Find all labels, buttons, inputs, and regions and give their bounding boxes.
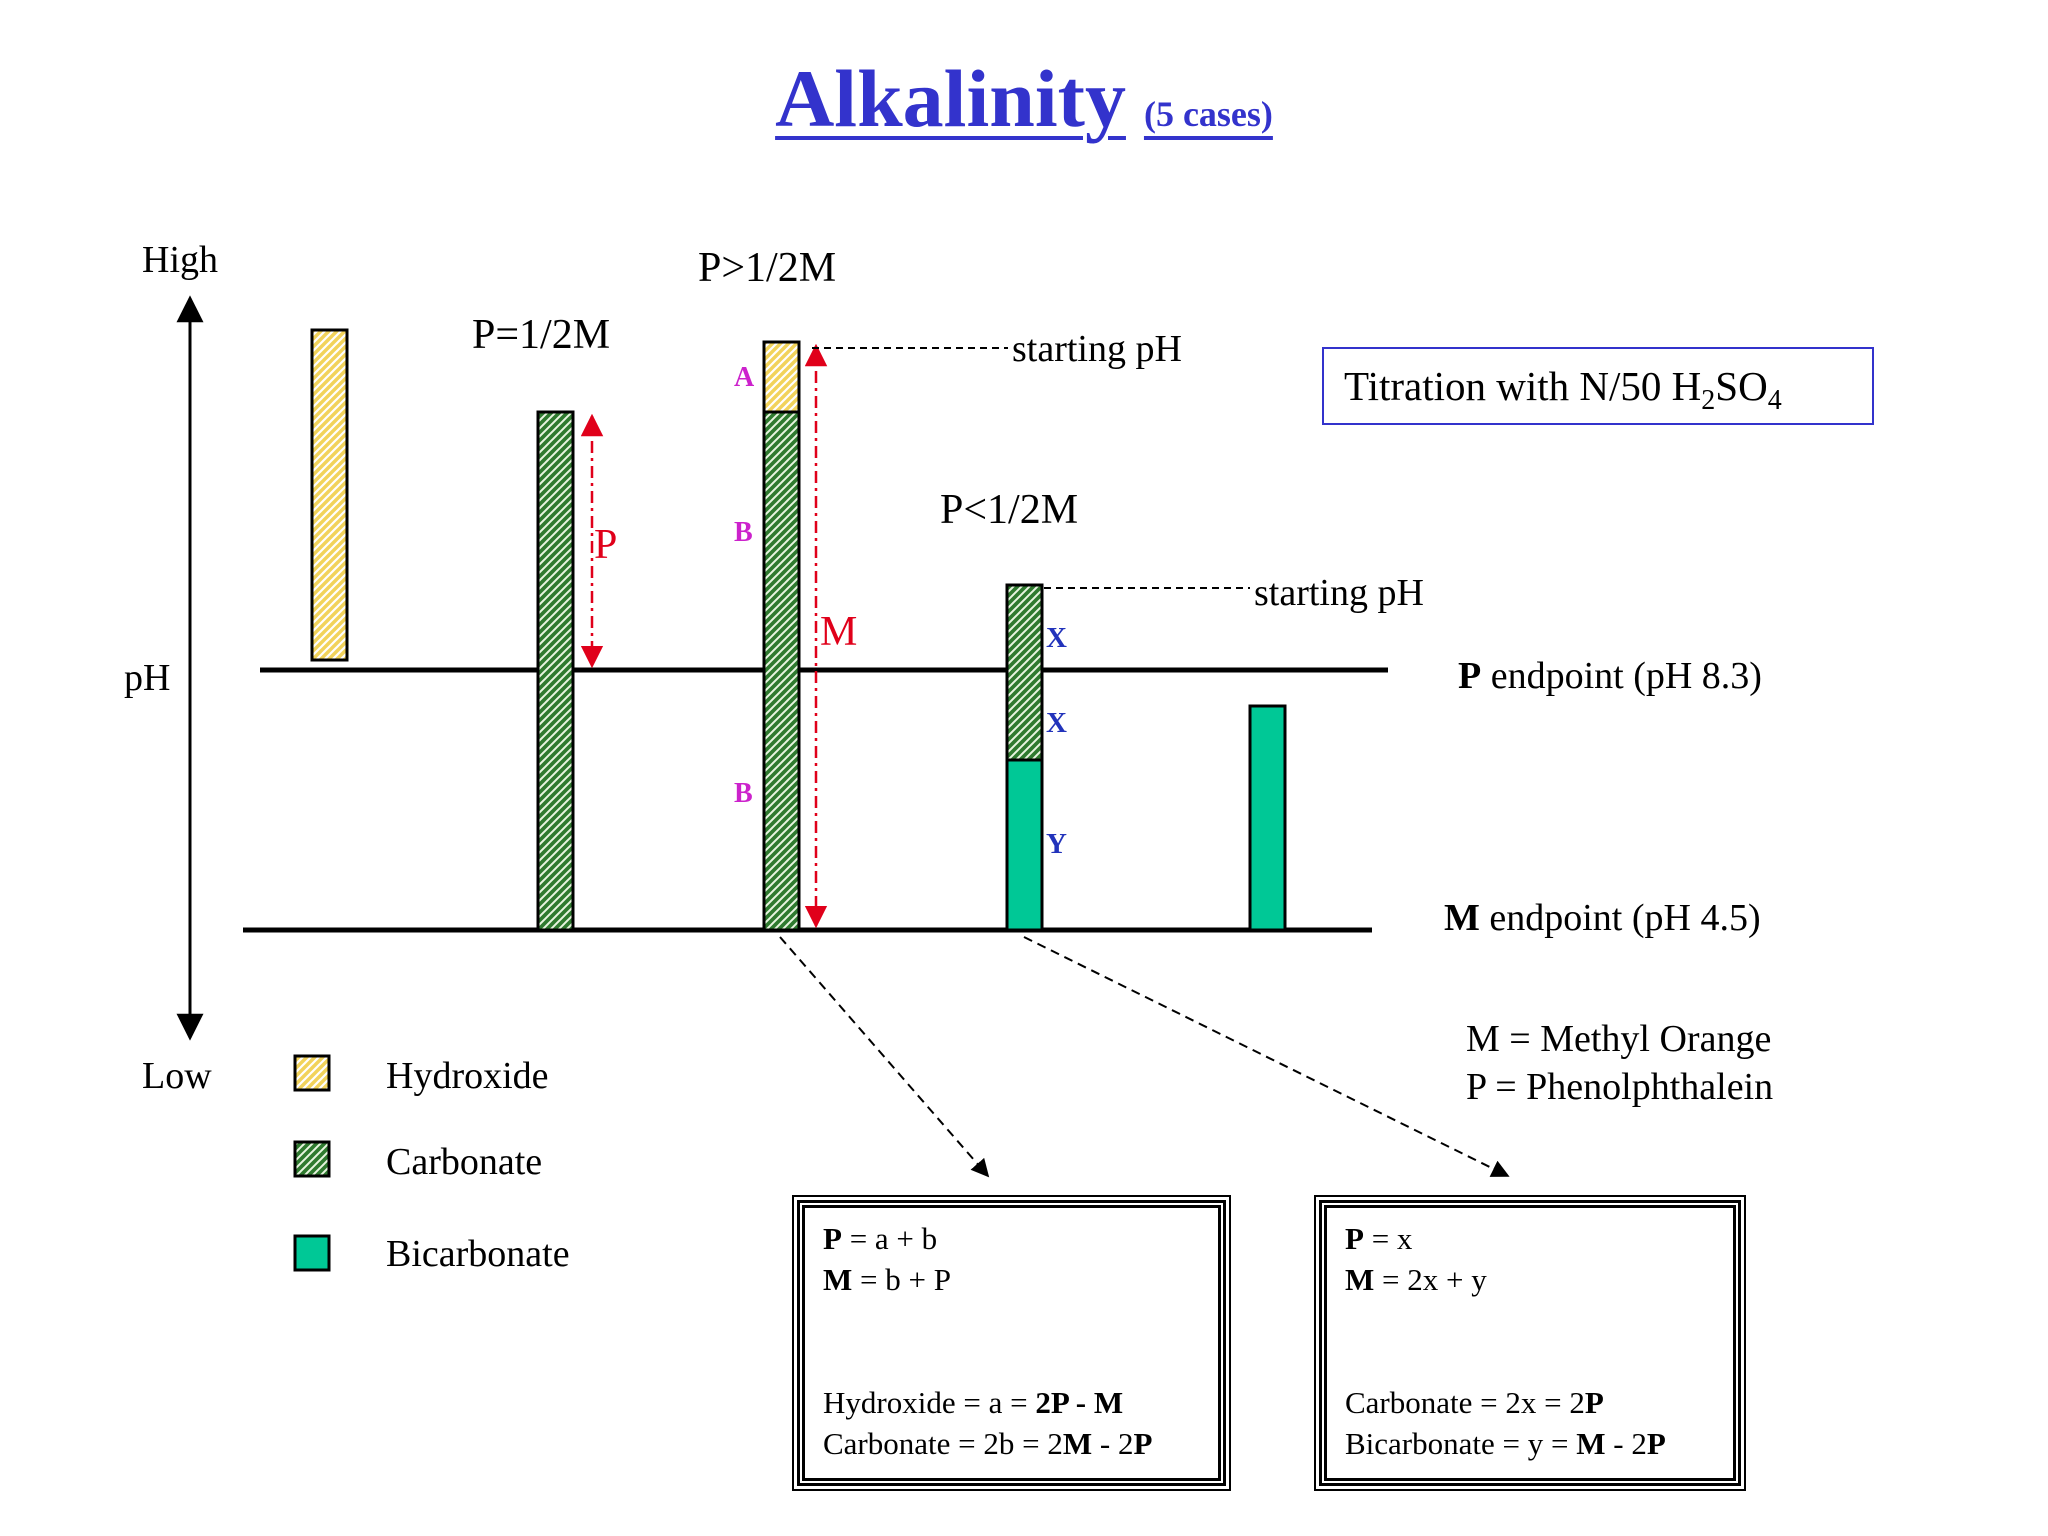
bar-carbonate-only — [536, 410, 575, 932]
segment-label-a: A — [734, 362, 755, 393]
m-endpoint-letter: M — [1444, 897, 1480, 939]
fb2-line-4: Bicarbonate = y = M - 2P — [1345, 1426, 1666, 1461]
pointer-arrow-box-2 — [1023, 936, 1510, 1177]
p-arrow-label: P — [594, 522, 617, 568]
segment-label-b-upper: B — [734, 517, 753, 548]
definition-p: P = Phenolphthalein — [1466, 1066, 1774, 1108]
case-label-greater: P>1/2M — [698, 245, 836, 291]
segment-label-b-lower: B — [734, 778, 753, 809]
legend-swatch-bicarbonate — [293, 1234, 331, 1272]
starting-ph-label-1: starting pH — [1012, 328, 1182, 370]
titration-box: Titration with N/50 H2SO4 — [1322, 347, 1874, 425]
fb1-line-1: P = a + b — [823, 1221, 938, 1256]
legend-swatch-hydroxide — [293, 1054, 331, 1092]
bar-hydroxide-only — [310, 328, 349, 662]
p-endpoint-text: endpoint (pH 8.3) — [1481, 655, 1762, 697]
segment-label-y: Y — [1046, 828, 1067, 860]
segment-label-x-lower: X — [1046, 707, 1067, 739]
case-label-less: P<1/2M — [940, 487, 1078, 533]
titration-prefix: Titration with N/50 H — [1344, 363, 1702, 409]
formula-box-case-4: P = x M = 2x + y Carbonate = 2x = 2P Bic… — [1314, 1195, 1746, 1491]
titration-sub-2: 2 — [1701, 385, 1716, 417]
m-endpoint-label: M endpoint (pH 4.5) — [1444, 897, 1761, 939]
legend-label-bicarbonate: Bicarbonate — [386, 1233, 570, 1275]
page-title: Alkalinity (5 cases) — [775, 53, 1273, 144]
m-arrow-label: M — [820, 609, 857, 655]
fb1-line-3: Hydroxide = a = 2P - M — [823, 1385, 1124, 1420]
fb2-line-1: P = x — [1345, 1221, 1413, 1256]
titration-so: SO — [1715, 363, 1768, 409]
title-subtitle: (5 cases) — [1143, 94, 1273, 134]
formula-box-case-3: P = a + b M = b + P Hydroxide = a = 2P -… — [792, 1195, 1231, 1491]
axis-low-label: Low — [142, 1055, 212, 1097]
bar4-bicarbonate-segment — [1005, 758, 1044, 932]
titration-sub-4: 4 — [1767, 385, 1782, 417]
p-endpoint-letter: P — [1458, 655, 1481, 697]
fb2-line-3: Carbonate = 2x = 2P — [1345, 1385, 1604, 1420]
fb1-line-2: M = b + P — [823, 1262, 951, 1297]
fb1-line-4: Carbonate = 2b = 2M - 2P — [823, 1426, 1153, 1461]
fb2-line-2: M = 2x + y — [1345, 1262, 1487, 1297]
bar3-carbonate-segment — [762, 410, 801, 932]
bar-bicarbonate-only — [1248, 704, 1287, 932]
case-label-equal: P=1/2M — [472, 312, 610, 358]
axis-high-label: High — [142, 239, 218, 281]
pointer-arrow-box-1 — [779, 936, 990, 1178]
legend-swatch-carbonate — [293, 1140, 331, 1178]
starting-ph-label-2: starting pH — [1254, 572, 1424, 614]
m-endpoint-text: endpoint (pH 4.5) — [1480, 897, 1761, 939]
title-block: Alkalinity (5 cases) — [0, 52, 2048, 146]
title-main: Alkalinity — [775, 53, 1126, 144]
definitions-block: M = Methyl Orange P = Phenolphthalein — [1466, 1015, 1773, 1111]
axis-ph-label: pH — [124, 657, 170, 699]
segment-label-x-upper: X — [1046, 622, 1067, 654]
p-endpoint-label: P endpoint (pH 8.3) — [1458, 655, 1762, 697]
legend-label-carbonate: Carbonate — [386, 1141, 542, 1183]
legend-label-hydroxide: Hydroxide — [386, 1055, 549, 1097]
definition-m: M = Methyl Orange — [1466, 1018, 1772, 1060]
bar4-carbonate-segment — [1005, 583, 1044, 762]
bar3-hydroxide-segment — [762, 340, 801, 414]
